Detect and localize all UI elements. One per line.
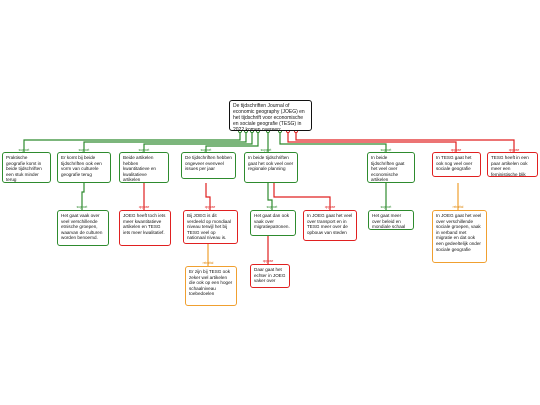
argument-text: Het gaat vaak over veel verschillende et…	[61, 213, 103, 241]
argument-node[interactable]: Het gaat meer over beleid en mondiale sc…	[368, 210, 414, 230]
node-tag: oppose	[508, 148, 520, 152]
connector	[205, 183, 211, 210]
root-claim-text: De tijdschriften Journal of economic geo…	[233, 103, 305, 131]
connector	[143, 130, 253, 152]
argument-text: Er komt bij beide tijdschriften ook een …	[61, 155, 102, 177]
argument-node[interactable]: JOEG heeft toch iets meer kwantitatieve …	[119, 210, 171, 246]
argument-node[interactable]: In TESG gaat het ook nog veel over socia…	[432, 152, 481, 177]
connector	[81, 183, 85, 210]
argument-node[interactable]: Er zijn bij TESG ook zeker wel artikelen…	[185, 266, 237, 306]
node-tag: support	[76, 205, 88, 209]
argument-text: In JOEG gaat het veel over verschillende…	[436, 213, 482, 252]
argument-text: Het gaat meer over beleid en mondiale sc…	[372, 213, 406, 230]
node-tag: oppose	[262, 259, 274, 263]
argument-node[interactable]: Daar gaat het echter in JOEG vaker over	[250, 264, 290, 288]
argument-text: JOEG heeft toch iets meer kwantitatieve …	[123, 213, 166, 235]
node-tag: support	[78, 148, 90, 152]
node-tag: support	[380, 148, 392, 152]
node-tag: oppose	[450, 148, 462, 152]
node-tag: rebuttal	[202, 261, 214, 265]
connector	[295, 130, 515, 152]
argument-text: Er zijn bij TESG ook zeker wel artikelen…	[189, 269, 233, 297]
argument-text: In beide tijdschriften gaat het ook veel…	[248, 155, 294, 172]
node-tag: support	[266, 205, 278, 209]
connector	[287, 130, 457, 152]
argument-node[interactable]: De tijdschriften hebben ongeveer evenvee…	[181, 152, 236, 179]
argument-node[interactable]: Het gaat dan ook vaak over migratiepatro…	[250, 210, 296, 236]
connector	[267, 183, 273, 210]
argument-node[interactable]: Praktische geografie komt in beide tijds…	[2, 152, 51, 183]
node-tag: support	[18, 148, 30, 152]
argument-node[interactable]: In beide tijdschriften gaat het ook veel…	[244, 152, 298, 183]
argument-text: TESG heeft in een paar artikelen ook mee…	[491, 155, 529, 177]
argument-text: Bij JOEG is dit verdeeld op mondiaal niv…	[187, 213, 231, 241]
connector	[23, 130, 241, 152]
argument-text: Beide artikelen hebben kwantitatieve en …	[123, 155, 156, 183]
argument-node[interactable]: In JOEG gaat het veel over transport en …	[303, 210, 357, 241]
node-tag: oppose	[324, 205, 336, 209]
argument-text: Daar gaat het echter in JOEG vaker over	[254, 267, 286, 284]
argument-node[interactable]: In beide tijdschriften gaat het veel ove…	[367, 152, 415, 183]
node-tag: support	[260, 148, 272, 152]
node-tag: rebuttal	[452, 205, 464, 209]
argument-node[interactable]: TESG heeft in een paar artikelen ook mee…	[487, 152, 538, 177]
argument-node[interactable]: In JOEG gaat het veel over verschillende…	[432, 210, 487, 263]
connector	[205, 130, 259, 152]
root-claim-node[interactable]: De tijdschriften Journal of economic geo…	[229, 100, 312, 131]
argument-node[interactable]: Het gaat vaak over veel verschillende et…	[57, 210, 109, 246]
argument-node[interactable]: Bij JOEG is dit verdeeld op mondiaal niv…	[183, 210, 238, 244]
node-tag: support	[380, 205, 392, 209]
argument-text: De tijdschriften hebben ongeveer evenvee…	[185, 155, 232, 172]
argument-text: Praktische geografie komt in beide tijds…	[6, 155, 42, 183]
connector	[273, 183, 331, 210]
node-tag: oppose	[204, 205, 216, 209]
argument-text: Het gaat dan ook vaak over migratiepatro…	[254, 213, 290, 230]
argument-node[interactable]: Er komt bij beide tijdschriften ook een …	[57, 152, 111, 183]
node-tag: oppose	[138, 205, 150, 209]
argument-text: In TESG gaat het ook nog veel over socia…	[436, 155, 473, 172]
node-tag: support	[200, 148, 212, 152]
argument-text: In JOEG gaat het veel over transport en …	[307, 213, 353, 235]
connector	[83, 130, 247, 152]
connector	[279, 130, 387, 152]
argument-node[interactable]: Beide artikelen hebben kwantitatieve en …	[119, 152, 169, 183]
argument-text: In beide tijdschriften gaat het veel ove…	[371, 155, 405, 183]
node-tag: support	[138, 148, 150, 152]
